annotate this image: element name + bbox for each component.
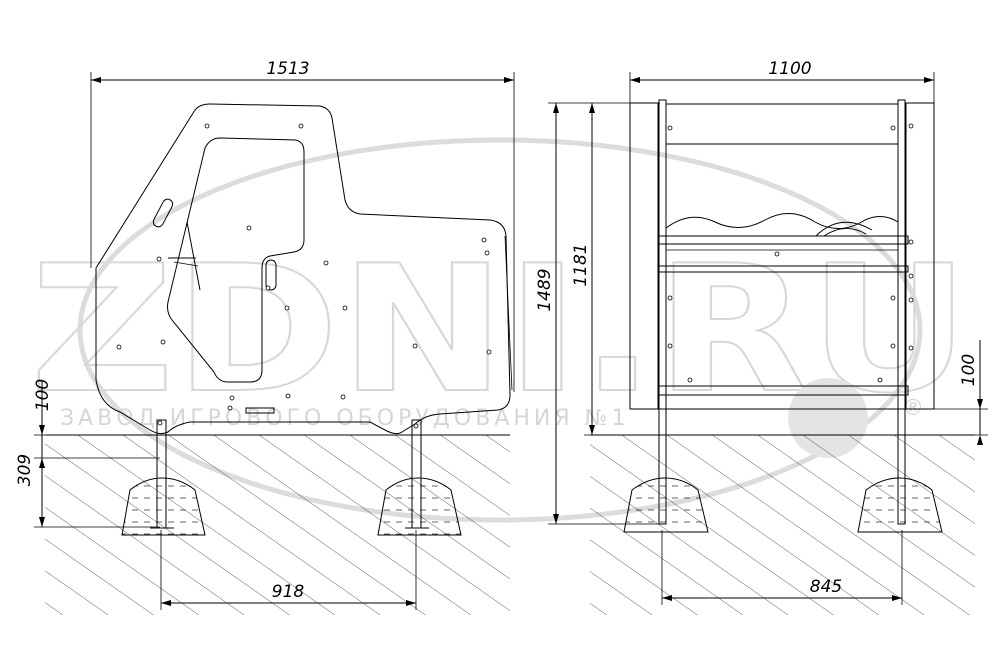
- dim-side-footing-depth: 309: [15, 454, 35, 486]
- dim-side-clearance: 100: [33, 379, 53, 411]
- front-roof-wave: [665, 213, 899, 229]
- side-rivets: [116, 123, 492, 429]
- dim-side-total-width: 1513: [266, 59, 309, 79]
- front-mid-board-lower: [657, 265, 909, 273]
- dim-front-panel-height: 1181: [571, 243, 591, 286]
- front-rivets: [667, 123, 914, 383]
- watermark: ZDNI.RU ЗАВОД ИГРОВОГО ОБОРУДОВАНИЯ №1 ®: [29, 137, 971, 523]
- dim-front-post-spacing: 845: [810, 577, 842, 597]
- front-top-board: [665, 103, 899, 145]
- watermark-subtitle: ЗАВОД ИГРОВОГО ОБОРУДОВАНИЯ №1: [60, 406, 630, 431]
- front-post-left: [658, 99, 667, 525]
- dim-front-total-width: 1100: [768, 59, 811, 79]
- car-panel: [95, 103, 511, 435]
- dim-side-post-spacing: 918: [272, 582, 305, 602]
- steering-wheel: [186, 221, 201, 291]
- front-mid-board-upper: [657, 235, 909, 245]
- handle-slot-lower: [265, 259, 277, 291]
- handle-slot-upper: [152, 198, 174, 228]
- side-view: 1513 918 100 309: [15, 59, 515, 615]
- car-window: [167, 137, 305, 383]
- foot-slot: [245, 407, 275, 414]
- front-wheel-arc: [815, 221, 873, 237]
- front-back-panel-right: [905, 102, 935, 410]
- front-post-right: [897, 99, 906, 525]
- dim-front-clearance: 100: [959, 354, 979, 386]
- dim-front-total-height: 1489: [535, 268, 555, 311]
- front-bottom-board: [657, 385, 909, 396]
- front-view: 1100 845 1489 1181 100: [535, 59, 988, 615]
